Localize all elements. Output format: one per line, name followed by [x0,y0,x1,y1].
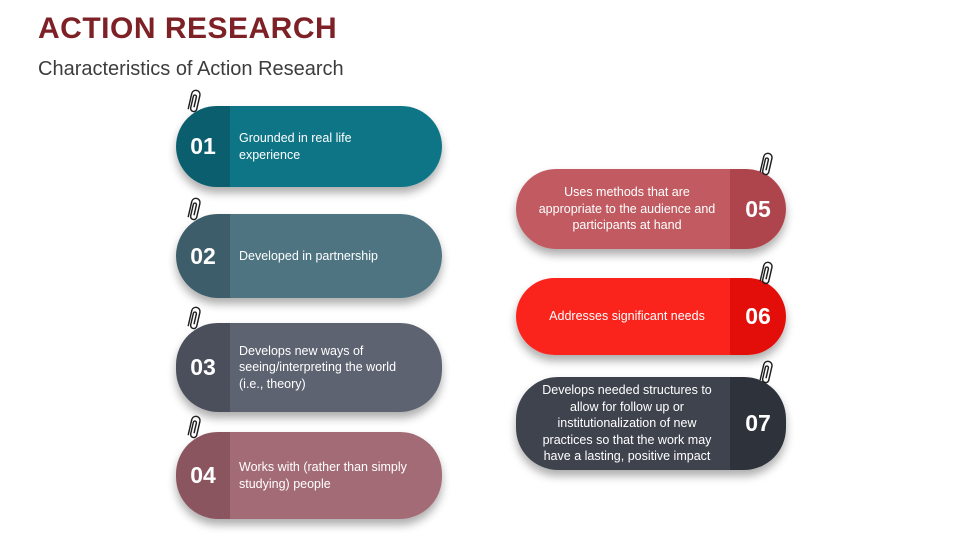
card-body: 06 Addresses significant needs [516,278,786,355]
card-text: Grounded in real life experience [230,106,442,187]
card-number: 06 [730,278,786,355]
card-number: 07 [730,377,786,470]
card-text: Developed in partnership [230,214,442,298]
paperclip-icon [753,257,779,291]
card-text: Develops new ways of seeing/interpreting… [230,323,442,412]
paperclip-icon [181,411,207,445]
paperclip-icon [181,302,207,336]
card-body: 01 Grounded in real life experience [176,106,442,187]
card-number: 05 [730,169,786,249]
card-05: 05 Uses methods that are appropriate to … [516,152,786,249]
card-body: 04 Works with (rather than simply studyi… [176,432,442,519]
paperclip-icon [181,85,207,119]
card-body: 05 Uses methods that are appropriate to … [516,169,786,249]
paperclip-icon [181,193,207,227]
card-text: Uses methods that are appropriate to the… [516,169,730,249]
card-06: 06 Addresses significant needs [516,261,786,355]
paperclip-icon [753,148,779,182]
card-body: 03 Develops new ways of seeing/interpret… [176,323,442,412]
card-02: 02 Developed in partnership [176,197,442,298]
card-01: 01 Grounded in real life experience [176,89,442,187]
card-text: Addresses significant needs [516,278,730,355]
card-number: 03 [176,323,230,412]
card-body: 07 Develops needed structures to allow f… [516,377,786,470]
card-03: 03 Develops new ways of seeing/interpret… [176,306,442,412]
card-number: 02 [176,214,230,298]
card-number: 01 [176,106,230,187]
card-body: 02 Developed in partnership [176,214,442,298]
card-04: 04 Works with (rather than simply studyi… [176,415,442,519]
paperclip-icon [753,356,779,390]
card-text: Develops needed structures to allow for … [516,377,730,470]
card-07: 07 Develops needed structures to allow f… [516,360,786,470]
slide-subtitle: Characteristics of Action Research [38,58,344,80]
card-number: 04 [176,432,230,519]
slide-title: ACTION RESEARCH [38,12,338,45]
card-text: Works with (rather than simply studying)… [230,432,442,519]
